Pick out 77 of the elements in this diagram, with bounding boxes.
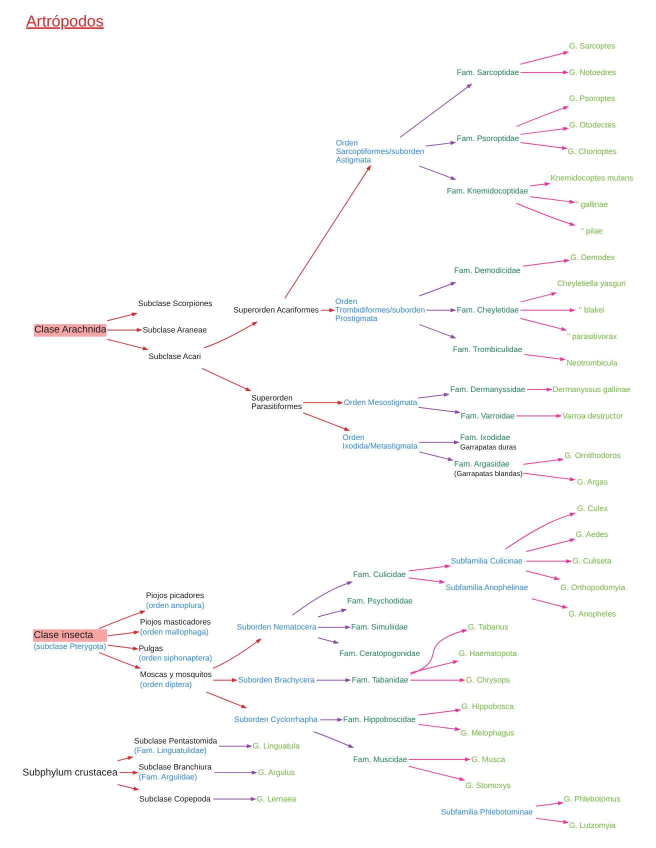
arrow xyxy=(504,512,576,550)
arrow xyxy=(520,126,570,134)
arrow xyxy=(536,800,564,806)
node-box: Clase insecta xyxy=(33,628,108,642)
arrow xyxy=(212,796,257,801)
arrow xyxy=(106,338,149,350)
arrow xyxy=(522,472,576,481)
arrow xyxy=(302,412,350,430)
arrow xyxy=(418,324,456,338)
arrow xyxy=(98,610,146,628)
arrow xyxy=(516,106,569,126)
arrow xyxy=(212,638,262,668)
arrow xyxy=(530,196,576,204)
arrow xyxy=(313,730,354,748)
arrow xyxy=(202,367,252,391)
arrow xyxy=(410,678,466,682)
arrow xyxy=(106,328,143,332)
arrow xyxy=(317,608,348,617)
arrow xyxy=(520,50,569,64)
arrow xyxy=(526,387,552,391)
arrow xyxy=(520,142,568,150)
arrow xyxy=(408,577,446,584)
arrow xyxy=(214,770,258,774)
arrow xyxy=(107,644,139,650)
arrow xyxy=(522,457,564,464)
arrow xyxy=(408,756,471,761)
diagram-title: Artrópodos xyxy=(26,12,104,30)
arrow xyxy=(106,312,138,321)
arrow xyxy=(418,392,450,398)
arrow xyxy=(532,598,568,608)
arrow xyxy=(516,413,562,418)
arrow xyxy=(117,756,134,761)
arrow xyxy=(530,182,550,186)
arrow xyxy=(426,140,456,146)
arrow xyxy=(418,165,456,180)
arrow xyxy=(418,406,461,414)
arrow xyxy=(426,308,456,312)
arrow xyxy=(107,630,140,636)
arrow xyxy=(520,292,558,302)
arrow xyxy=(408,564,451,571)
arrow xyxy=(526,570,560,580)
arrow xyxy=(410,660,459,673)
arrow xyxy=(408,765,466,780)
arrow xyxy=(536,817,570,824)
node-text: Subphylum crustacea xyxy=(22,766,118,778)
node-label: Garrapatas duras xyxy=(460,442,517,451)
arrow xyxy=(520,70,569,74)
arrow xyxy=(317,624,351,629)
arrow xyxy=(410,628,468,674)
arrow xyxy=(516,202,576,226)
arrow xyxy=(418,450,454,460)
arrow xyxy=(526,558,572,563)
arrow xyxy=(317,636,340,644)
arrow xyxy=(418,282,456,296)
arrow xyxy=(204,320,258,348)
arrow xyxy=(418,724,461,730)
arrow xyxy=(98,652,141,668)
arrow xyxy=(418,708,462,715)
arrow xyxy=(400,83,472,138)
arrow xyxy=(320,717,343,722)
arrow xyxy=(526,538,576,552)
arrow xyxy=(284,164,371,298)
node-box: Clase Arachnida xyxy=(34,324,106,336)
arrow xyxy=(218,744,252,748)
arrow xyxy=(522,258,570,266)
node-label: (Garrapatas blandas) xyxy=(454,468,523,478)
arrow xyxy=(292,581,353,616)
arrow xyxy=(418,440,460,444)
arrow xyxy=(212,678,238,682)
arrow xyxy=(316,678,352,682)
arrow xyxy=(520,318,568,330)
arrow xyxy=(524,354,566,361)
arrow xyxy=(119,770,139,774)
arrow xyxy=(117,784,140,790)
arrow xyxy=(520,308,576,312)
arrow xyxy=(206,691,248,708)
arrow xyxy=(302,400,344,404)
